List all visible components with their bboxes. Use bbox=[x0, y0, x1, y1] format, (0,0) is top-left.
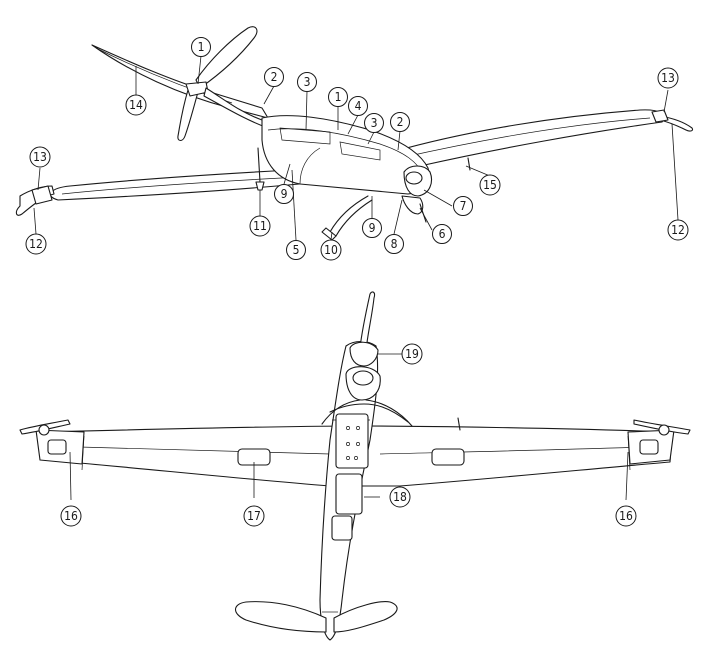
callout-9a: 9 bbox=[274, 184, 294, 204]
callout-9b: 9 bbox=[362, 218, 382, 238]
svg-text:15: 15 bbox=[483, 178, 497, 192]
landing-gear bbox=[329, 403, 409, 423]
svg-text:1: 1 bbox=[335, 90, 342, 104]
callout-5: 5 bbox=[286, 240, 306, 260]
nose-propeller bbox=[359, 291, 376, 351]
callout-3a: 3 bbox=[297, 72, 317, 92]
svg-text:7: 7 bbox=[460, 199, 467, 213]
left-nacelle-hatch bbox=[47, 439, 67, 455]
tail-stabilizer bbox=[234, 601, 327, 633]
bottom-leader-lines bbox=[69, 353, 629, 501]
callout-10: 10 bbox=[320, 239, 342, 261]
callout-7: 7 bbox=[453, 196, 473, 216]
callout-1b: 1 bbox=[328, 87, 348, 107]
svg-text:5: 5 bbox=[293, 243, 300, 257]
callout-2b: 2 bbox=[390, 112, 410, 132]
callout-19: 19 bbox=[401, 343, 423, 365]
svg-text:9: 9 bbox=[369, 221, 376, 235]
svg-text:3: 3 bbox=[371, 116, 378, 130]
perspective-view bbox=[15, 26, 694, 241]
callout-12a: 12 bbox=[667, 219, 689, 241]
svg-text:12: 12 bbox=[671, 223, 685, 237]
svg-text:19: 19 bbox=[405, 347, 419, 361]
callout-14: 14 bbox=[125, 94, 147, 116]
callout-15: 15 bbox=[479, 174, 501, 196]
svg-text:8: 8 bbox=[391, 237, 398, 251]
camera-lens bbox=[401, 195, 424, 215]
callout-13a: 13 bbox=[657, 67, 679, 89]
svg-text:10: 10 bbox=[324, 243, 338, 257]
belly-hatch-front bbox=[335, 413, 369, 469]
callout-12b: 12 bbox=[25, 233, 47, 255]
callouts: 1 2 3 1 4 3 2 14 13 15 12 13 12 9 11 5 1… bbox=[25, 37, 689, 527]
landing-skid bbox=[329, 195, 369, 233]
callout-18: 18 bbox=[389, 486, 411, 508]
callout-8: 8 bbox=[384, 234, 404, 254]
svg-text:16: 16 bbox=[64, 509, 78, 523]
upper-left-wing bbox=[91, 44, 269, 119]
svg-text:13: 13 bbox=[33, 150, 47, 164]
svg-text:2: 2 bbox=[271, 70, 278, 84]
svg-text:17: 17 bbox=[247, 509, 261, 523]
svg-text:12: 12 bbox=[29, 237, 43, 251]
svg-text:1: 1 bbox=[198, 40, 205, 54]
callout-11: 11 bbox=[249, 215, 271, 237]
nose-cone bbox=[349, 341, 379, 367]
svg-text:9: 9 bbox=[281, 187, 288, 201]
right-wing-hatch bbox=[431, 448, 465, 466]
bottom-view bbox=[19, 291, 691, 641]
perspective-leader-lines bbox=[33, 55, 679, 241]
belly-hatch-rear bbox=[331, 515, 353, 541]
callout-3b: 3 bbox=[364, 113, 384, 133]
svg-text:13: 13 bbox=[661, 71, 675, 85]
svg-text:14: 14 bbox=[129, 98, 143, 112]
callout-16b: 16 bbox=[615, 505, 637, 527]
lower-propeller-blade bbox=[177, 89, 199, 142]
svg-text:16: 16 bbox=[619, 509, 633, 523]
svg-text:3: 3 bbox=[304, 75, 311, 89]
belly-hatch-mid bbox=[335, 473, 363, 515]
svg-text:18: 18 bbox=[393, 490, 407, 504]
upper-propeller-blade bbox=[195, 26, 258, 89]
svg-text:6: 6 bbox=[439, 227, 446, 241]
callout-2a: 2 bbox=[264, 67, 284, 87]
svg-text:4: 4 bbox=[355, 99, 362, 113]
callout-13b: 13 bbox=[29, 146, 51, 168]
right-wing bbox=[391, 109, 665, 167]
callout-1a: 1 bbox=[191, 37, 211, 57]
callout-4: 4 bbox=[348, 96, 368, 116]
callout-16a: 16 bbox=[60, 505, 82, 527]
callout-17: 17 bbox=[243, 505, 265, 527]
svg-text:11: 11 bbox=[253, 219, 267, 233]
right-nacelle-hatch bbox=[639, 439, 659, 455]
svg-text:2: 2 bbox=[397, 115, 404, 129]
callout-6: 6 bbox=[432, 224, 452, 244]
